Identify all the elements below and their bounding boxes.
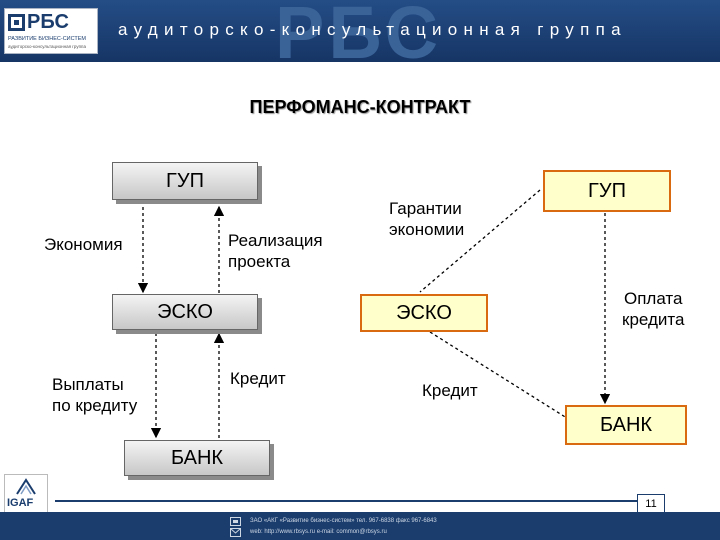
header-tagline: аудиторско-консультационная группа (118, 20, 627, 39)
line-esko-bank (429, 331, 571, 421)
logo-subtitle: РАЗВИТИЕ БИЗНЕС-СИСТЕМ (8, 36, 87, 42)
logo-subtitle-2: аудиторско-консультационная группа (8, 44, 86, 49)
label-payment-line2: кредита (622, 310, 685, 329)
label-implementation: Реализация проекта (228, 230, 323, 272)
footer-bar: ЗАО «АКГ «Развитие бизнес-систем» тел. 9… (0, 512, 720, 540)
footer-contact-line2: web: http://www.rbsys.ru e-mail: common@… (250, 529, 387, 535)
label-implementation-line1: Реализация (228, 231, 323, 250)
company-logo: РБС РАЗВИТИЕ БИЗНЕС-СИСТЕМ аудиторско-ко… (4, 8, 98, 54)
label-payments: Выплаты по кредиту (52, 374, 137, 416)
label-credit-right: Кредит (422, 381, 478, 400)
igaf-logo: IGAF (4, 474, 48, 518)
header-watermark: РБС (275, 0, 443, 62)
logo-mark-icon (8, 14, 25, 31)
mail-icon (230, 528, 241, 537)
label-savings: Экономия (44, 235, 123, 254)
slide-title: ПЕРФОМАНС-КОНТРАКТ (249, 97, 471, 117)
right-box-esko: ЭСКО (360, 294, 488, 332)
line-gup-esko (419, 189, 541, 293)
label-implementation-line2: проекта (228, 252, 291, 271)
logo-text: РБС (27, 11, 69, 33)
header-bar: РБС РБС РАЗВИТИЕ БИЗНЕС-СИСТЕМ аудиторск… (0, 0, 720, 62)
label-payment-line1: Оплата (623, 289, 683, 308)
label-payments-line1: Выплаты (52, 375, 124, 394)
igaf-text: IGAF (7, 497, 34, 509)
label-guarantee: Гарантии экономии (389, 198, 464, 240)
footer-contact-line1: ЗАО «АКГ «Развитие бизнес-систем» тел. 9… (250, 518, 437, 524)
left-box-gup: ГУП (112, 162, 258, 200)
phone-icon (230, 517, 241, 526)
left-box-esko: ЭСКО (112, 294, 258, 330)
right-box-gup: ГУП (543, 170, 671, 212)
left-box-bank: БАНК (124, 440, 270, 476)
label-guarantee-line2: экономии (389, 220, 465, 239)
label-credit-left: Кредит (230, 369, 286, 388)
right-box-bank: БАНК (565, 405, 687, 445)
label-payments-line2: по кредиту (52, 396, 138, 415)
page-number: 11 (637, 494, 665, 514)
igaf-mark-icon (16, 478, 36, 495)
label-guarantee-line1: Гарантии (389, 199, 462, 218)
page-divider (55, 500, 665, 502)
label-payment: Оплата кредита (622, 288, 684, 330)
header-background (0, 0, 720, 62)
